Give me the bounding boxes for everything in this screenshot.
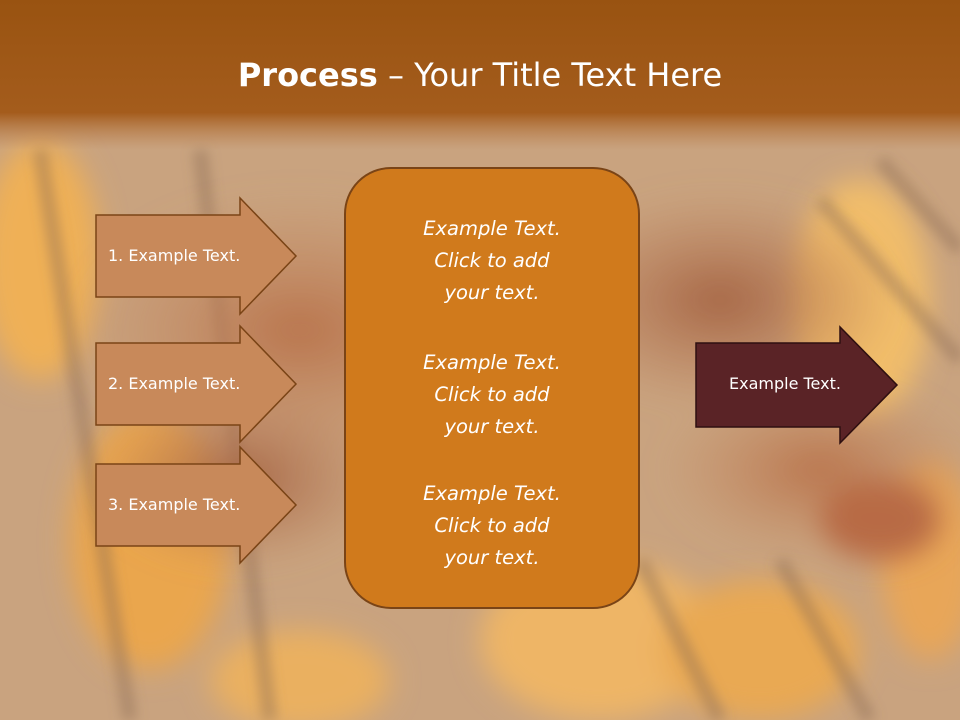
- center-text-line: your text.: [444, 546, 540, 569]
- center-text-line: Example Text.: [423, 351, 561, 374]
- left-arrow-3[interactable]: [95, 445, 298, 565]
- left-arrow-2-label: 2. Example Text.: [108, 374, 241, 393]
- center-text-block-1: Example Text. Click to add your text.: [346, 213, 638, 309]
- center-text-line: Click to add: [434, 249, 550, 272]
- slide-title[interactable]: Process – Your Title Text Here: [0, 52, 960, 98]
- center-text-line: your text.: [444, 281, 540, 304]
- right-arrow-label: Example Text.: [729, 374, 841, 393]
- center-text-block-2: Example Text. Click to add your text.: [346, 347, 638, 443]
- left-arrow-1-label: 1. Example Text.: [108, 246, 241, 265]
- right-arrow[interactable]: [695, 325, 899, 445]
- center-text-line: Click to add: [434, 383, 550, 406]
- title-bold: Process: [237, 56, 378, 94]
- left-arrow-1[interactable]: [95, 196, 298, 316]
- left-arrow-3-label: 3. Example Text.: [108, 495, 241, 514]
- left-arrow-2[interactable]: [95, 324, 298, 444]
- center-text-line: your text.: [444, 415, 540, 438]
- title-rest: – Your Title Text Here: [377, 56, 723, 94]
- center-text-line: Click to add: [434, 514, 550, 537]
- center-box[interactable]: [344, 167, 640, 609]
- center-text-line: Example Text.: [423, 482, 561, 505]
- center-text-block-3: Example Text. Click to add your text.: [346, 478, 638, 574]
- center-text-line: Example Text.: [423, 217, 561, 240]
